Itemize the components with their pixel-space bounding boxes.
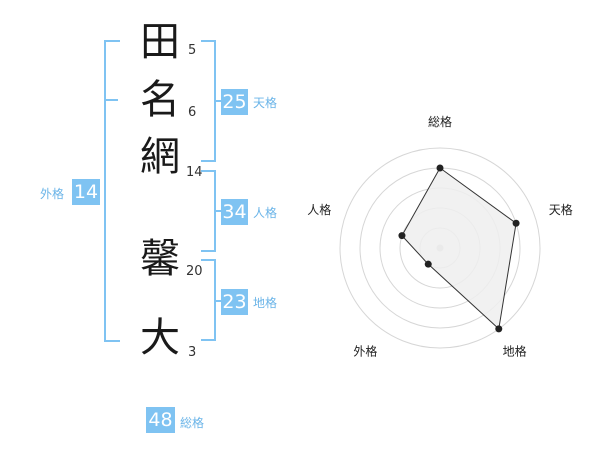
stroke-count-5: 3 [188, 345, 197, 360]
radar-axis-label-5: 人格 [307, 202, 331, 217]
tenkaku-connector [214, 100, 222, 102]
name-char-1: 田 [140, 19, 180, 65]
soukaku-label: 総格 [180, 416, 205, 430]
jinkaku-connector [214, 210, 222, 212]
stroke-count-3: 14 [186, 165, 203, 180]
radar-area [401, 167, 517, 330]
radar-point-1 [436, 164, 444, 172]
radar-ring-5 [339, 147, 541, 349]
stroke-count-2: 6 [188, 105, 197, 120]
radar-axis-label-1: 総格 [428, 114, 452, 129]
name-char-2: 名 [140, 77, 180, 123]
jinkaku-value: 34 [221, 199, 248, 225]
stroke-count-4: 20 [186, 264, 203, 279]
radar-point-2 [512, 219, 520, 227]
name-char-3: 網 [140, 134, 180, 180]
gaikaku-bracket [104, 40, 120, 342]
tenkaku-value: 25 [221, 89, 248, 115]
radar-axis-label-3: 地格 [503, 344, 527, 359]
radar-axis-label-2: 天格 [549, 202, 573, 217]
tenkaku-label: 天格 [253, 96, 278, 110]
soukaku-value: 48 [146, 407, 175, 433]
gaikaku-bracket-tick [104, 99, 118, 101]
gaikaku-value: 14 [72, 179, 100, 205]
chikaku-connector [214, 300, 222, 302]
gaikaku-label: 外格 [40, 187, 65, 201]
jinkaku-label: 人格 [253, 206, 278, 220]
radar-axis-label-4: 外格 [353, 344, 377, 359]
chikaku-value: 23 [221, 289, 248, 315]
name-char-4: 馨 [140, 236, 180, 282]
chikaku-label: 地格 [253, 296, 278, 310]
stroke-count-1: 5 [188, 43, 197, 58]
radar-shape [398, 164, 520, 333]
name-char-5: 大 [140, 315, 180, 361]
radar-point-5 [398, 232, 406, 240]
radar-grid [339, 147, 541, 349]
radar-point-4 [424, 260, 432, 268]
radar-point-3 [495, 325, 503, 333]
